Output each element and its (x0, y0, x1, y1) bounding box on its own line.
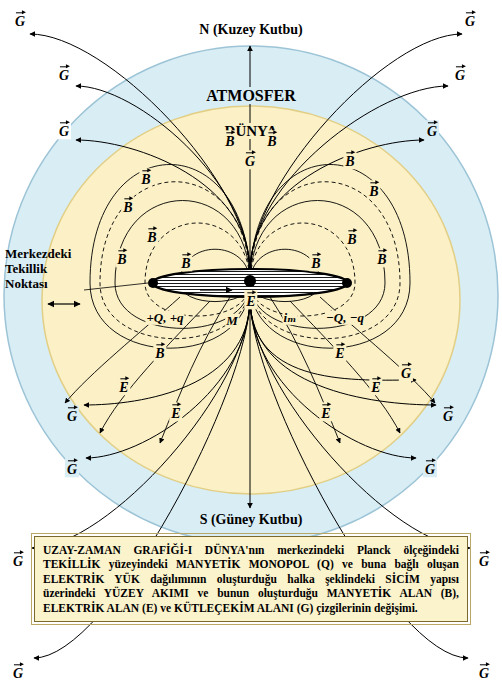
field-vector-label: G (243, 150, 257, 169)
field-vector-label: B (145, 226, 158, 245)
charge-label: M (225, 314, 239, 328)
field-vector-label: G (11, 550, 25, 569)
field-vector-label: G (423, 458, 437, 477)
field-vector-label: B (345, 228, 358, 247)
field-vector-label: G (57, 64, 71, 83)
field-vector-label: E (333, 342, 346, 361)
field-vector-label: G (57, 120, 71, 139)
field-vector-label: B (115, 248, 128, 267)
field-vector-label: B (375, 248, 388, 267)
field-vector-label: E (169, 402, 182, 421)
field-vector-label: G (477, 550, 491, 569)
field-vector-label: G (11, 662, 25, 681)
field-vector-label: G (399, 362, 413, 381)
charge-label: iₘ (282, 311, 297, 325)
field-vector-label: E (319, 402, 332, 421)
field-vector-label: B (121, 196, 134, 215)
charge-label: +Q, +q (145, 311, 184, 325)
field-vector-label: G (425, 120, 439, 139)
pole-label: N (Kuzey Kutbu) (198, 22, 303, 37)
caption-box: UZAY-ZAMAN GRAFİĞİ-I DÜNYA'nın merkezind… (34, 536, 468, 622)
field-vector-label: B (139, 168, 152, 187)
field-vector-label: B (309, 252, 322, 271)
field-vector-label: G (13, 10, 27, 29)
field-vector-label: E (244, 290, 257, 309)
field-vector-label: E (369, 376, 382, 395)
field-vector-label: B (153, 342, 166, 361)
singularity-label: Merkezdeki Tekillik Noktası (4, 247, 84, 292)
charge-label: −Q, −q (325, 311, 365, 325)
region-title: ATMOSFER (203, 87, 298, 104)
field-vector-label: B (265, 130, 278, 149)
field-vector-label: G (65, 405, 79, 424)
field-vector-label: G (453, 64, 467, 83)
field-vector-label: B (179, 252, 192, 271)
field-vector-label: B (367, 180, 380, 199)
field-vector-label: B (223, 130, 236, 149)
field-vector-label: G (65, 458, 79, 477)
field-vector-label: G (477, 662, 491, 681)
field-vector-label: B (343, 150, 356, 169)
field-vector-label: G (463, 10, 477, 29)
pole-label: S (Güney Kutbu) (199, 512, 304, 527)
field-vector-label: E (117, 376, 130, 395)
field-vector-label: G (441, 405, 455, 424)
